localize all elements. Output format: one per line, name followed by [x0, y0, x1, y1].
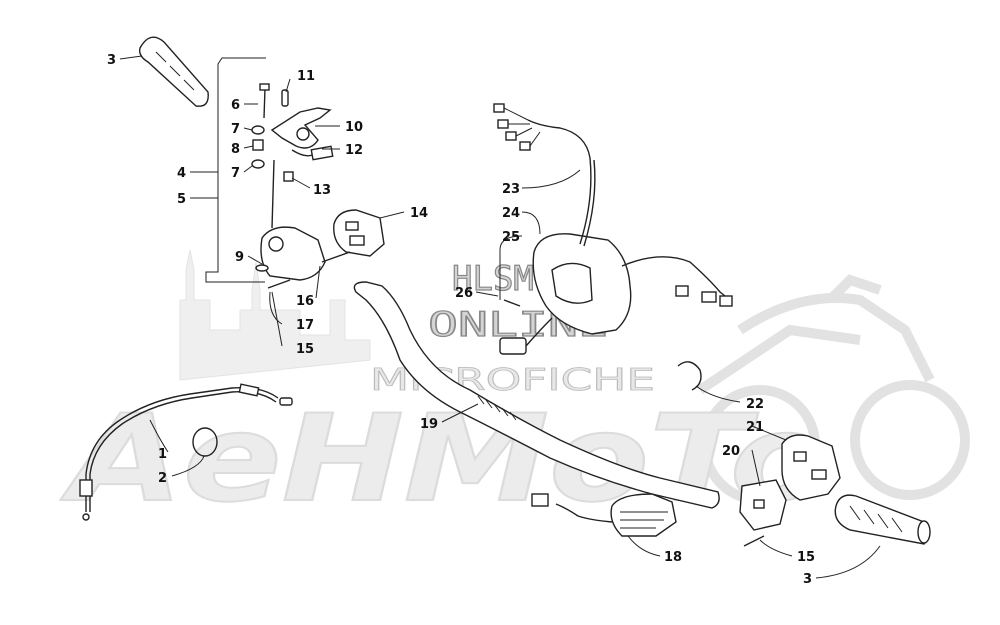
bracket-frame — [205, 57, 266, 283]
callout-26: 26 — [455, 286, 473, 301]
brake-switch — [291, 145, 334, 161]
callout-16: 16 — [296, 294, 314, 309]
callout-11: 11 — [297, 69, 315, 84]
callout-14: 14 — [410, 206, 428, 221]
callout-3-left: 3 — [107, 53, 116, 68]
callout-24: 24 — [502, 206, 520, 221]
left-switch-housing — [333, 209, 385, 257]
screw-15-left — [267, 279, 291, 289]
callout-1: 1 — [158, 447, 167, 462]
callout-10: 10 — [345, 120, 363, 135]
callout-6: 6 — [231, 98, 240, 113]
washer-7-top — [251, 125, 265, 135]
callout-15-left: 15 — [296, 342, 314, 357]
screw-16 — [321, 251, 351, 263]
callout-17: 17 — [296, 318, 314, 333]
throttle-cable — [79, 383, 293, 521]
callout-2: 2 — [158, 471, 167, 486]
spacer-8 — [252, 139, 264, 151]
watermark-brand: AeHMoTo — [60, 390, 830, 529]
washer-7-bottom — [251, 159, 265, 169]
lever-perch — [255, 159, 326, 281]
callout-3-right: 3 — [803, 572, 812, 587]
callout-12: 12 — [345, 143, 363, 158]
leader-lines — [119, 55, 881, 579]
right-grip — [834, 494, 931, 545]
watermark: AeHMoTo HLSM ONLINE MICROFICHE — [59, 249, 970, 530]
right-switch-housing — [493, 103, 733, 355]
callout-19: 19 — [420, 417, 438, 432]
pin-11 — [281, 89, 289, 107]
callout-8: 8 — [231, 142, 240, 157]
cable-ring — [192, 427, 218, 457]
skyline-silhouette — [179, 249, 371, 381]
retaining-ring — [677, 361, 702, 391]
callout-18: 18 — [664, 550, 682, 565]
callout-5: 5 — [177, 192, 186, 207]
bolt-6 — [259, 83, 270, 119]
callout-21: 21 — [746, 420, 764, 435]
callouts: 3 6 11 7 10 8 12 7 4 13 5 14 9 16 17 15 … — [107, 53, 815, 587]
callout-23: 23 — [502, 182, 520, 197]
callout-4: 4 — [177, 166, 186, 181]
callout-13: 13 — [313, 183, 331, 198]
clip-13 — [283, 171, 294, 182]
callout-7-bottom: 7 — [231, 166, 240, 181]
callout-22: 22 — [746, 397, 764, 412]
right-switch-assembly — [739, 434, 841, 547]
callout-20: 20 — [722, 444, 740, 459]
callout-15-right: 15 — [797, 550, 815, 565]
watermark-line1: HLSM — [452, 259, 534, 299]
callout-25: 25 — [502, 230, 520, 245]
left-grip — [138, 36, 209, 107]
handlebar — [353, 281, 720, 509]
heater-element — [531, 493, 677, 537]
brake-lever — [270, 107, 332, 149]
callout-7-top: 7 — [231, 122, 240, 137]
callout-9: 9 — [235, 250, 244, 265]
